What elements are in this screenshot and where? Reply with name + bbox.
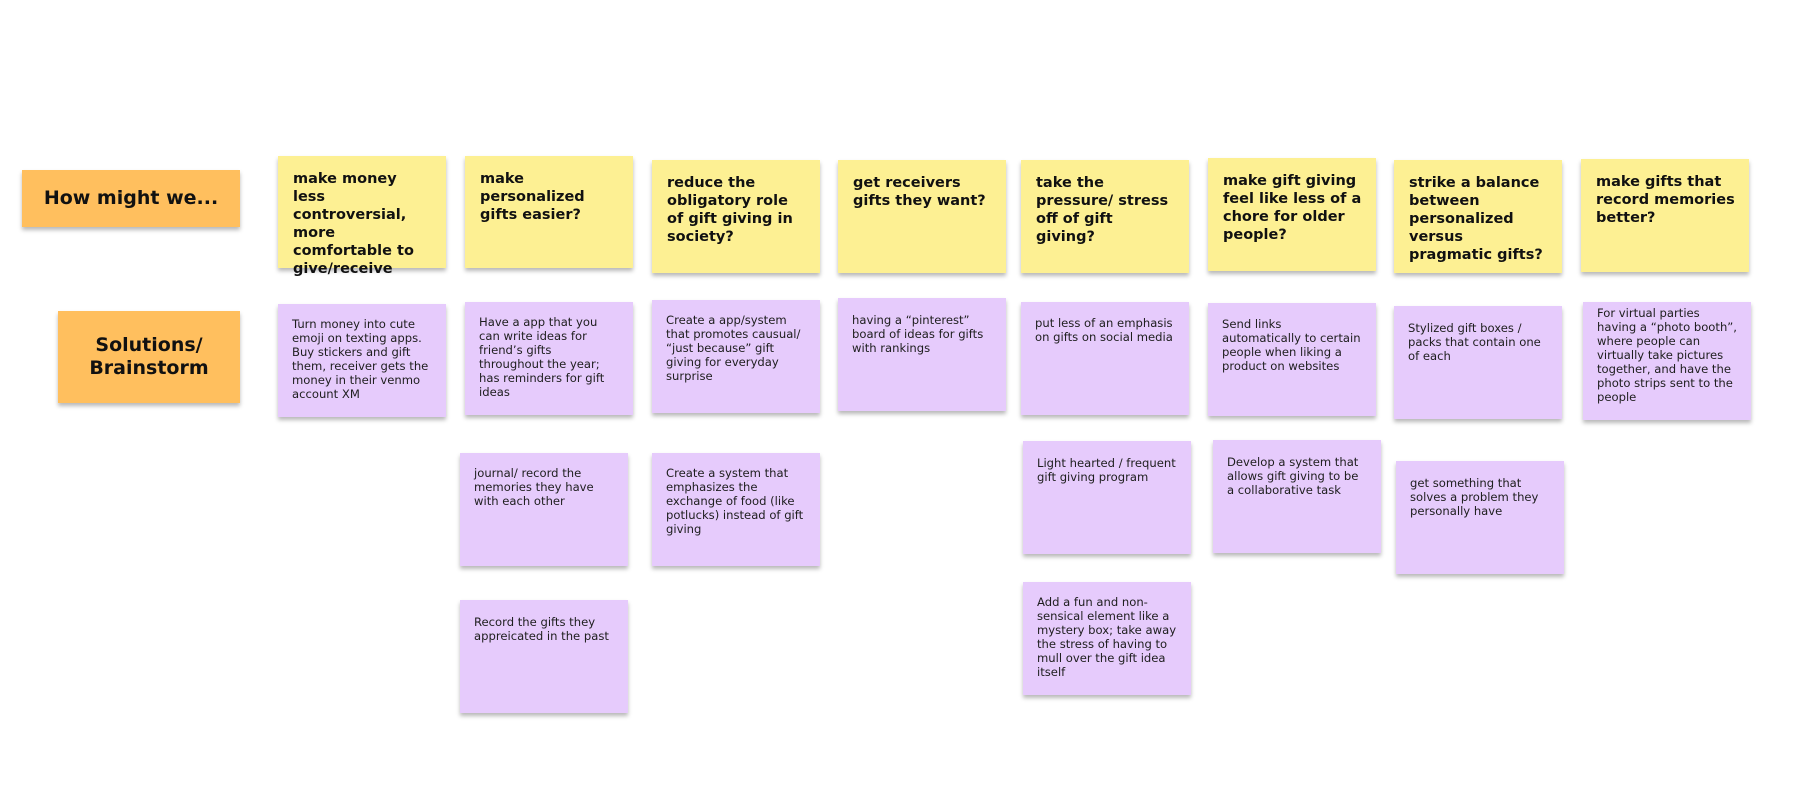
idea-note-journal-memories[interactable]: journal/ record the memories they have w…: [460, 453, 628, 566]
idea-note-send-links[interactable]: Send links automatically to certain peop…: [1208, 303, 1376, 416]
idea-note-light-hearted[interactable]: Light hearted / frequent gift giving pro…: [1023, 441, 1191, 554]
question-note-personalized[interactable]: make personalized gifts easier?: [465, 156, 633, 268]
idea-note-money-emoji[interactable]: Turn money into cute emoji on texting ap…: [278, 304, 446, 417]
idea-note-collaborative[interactable]: Develop a system that allows gift giving…: [1213, 440, 1381, 553]
idea-note-mystery-box[interactable]: Add a fun and non-sensical element like …: [1023, 582, 1191, 695]
question-note-record-memories[interactable]: make gifts that record memories better?: [1581, 159, 1749, 272]
idea-note-solve-problem[interactable]: get something that solves a problem they…: [1396, 461, 1564, 574]
idea-note-pinterest-board[interactable]: having a “pinterest” board of ideas for …: [838, 298, 1006, 411]
question-note-receivers-want[interactable]: get receivers gifts they want?: [838, 160, 1006, 273]
idea-note-gift-boxes[interactable]: Stylized gift boxes / packs that contain…: [1394, 306, 1562, 419]
idea-note-photo-booth[interactable]: For virtual parties having a “photo boot…: [1583, 302, 1751, 420]
idea-note-food-exchange[interactable]: Create a system that emphasizes the exch…: [652, 453, 820, 566]
question-note-obligatory[interactable]: reduce the obligatory role of gift givin…: [652, 160, 820, 273]
idea-note-gift-ideas-app[interactable]: Have a app that you can write ideas for …: [465, 302, 633, 415]
question-note-older-people[interactable]: make gift giving feel like less of a cho…: [1208, 158, 1376, 271]
solutions-brainstorm-label[interactable]: Solutions/ Brainstorm: [58, 311, 240, 403]
idea-note-record-gifts[interactable]: Record the gifts they appreicated in the…: [460, 600, 628, 713]
how-might-we-label[interactable]: How might we...: [22, 170, 240, 227]
idea-note-just-because[interactable]: Create a app/system that promotes causua…: [652, 300, 820, 413]
question-note-balance[interactable]: strike a balance between personalized ve…: [1394, 160, 1562, 273]
question-note-pressure[interactable]: take the pressure/ stress off of gift gi…: [1021, 160, 1189, 273]
idea-note-social-media[interactable]: put less of an emphasis on gifts on soci…: [1021, 302, 1189, 415]
question-note-money[interactable]: make money less controversial, more comf…: [278, 156, 446, 277]
